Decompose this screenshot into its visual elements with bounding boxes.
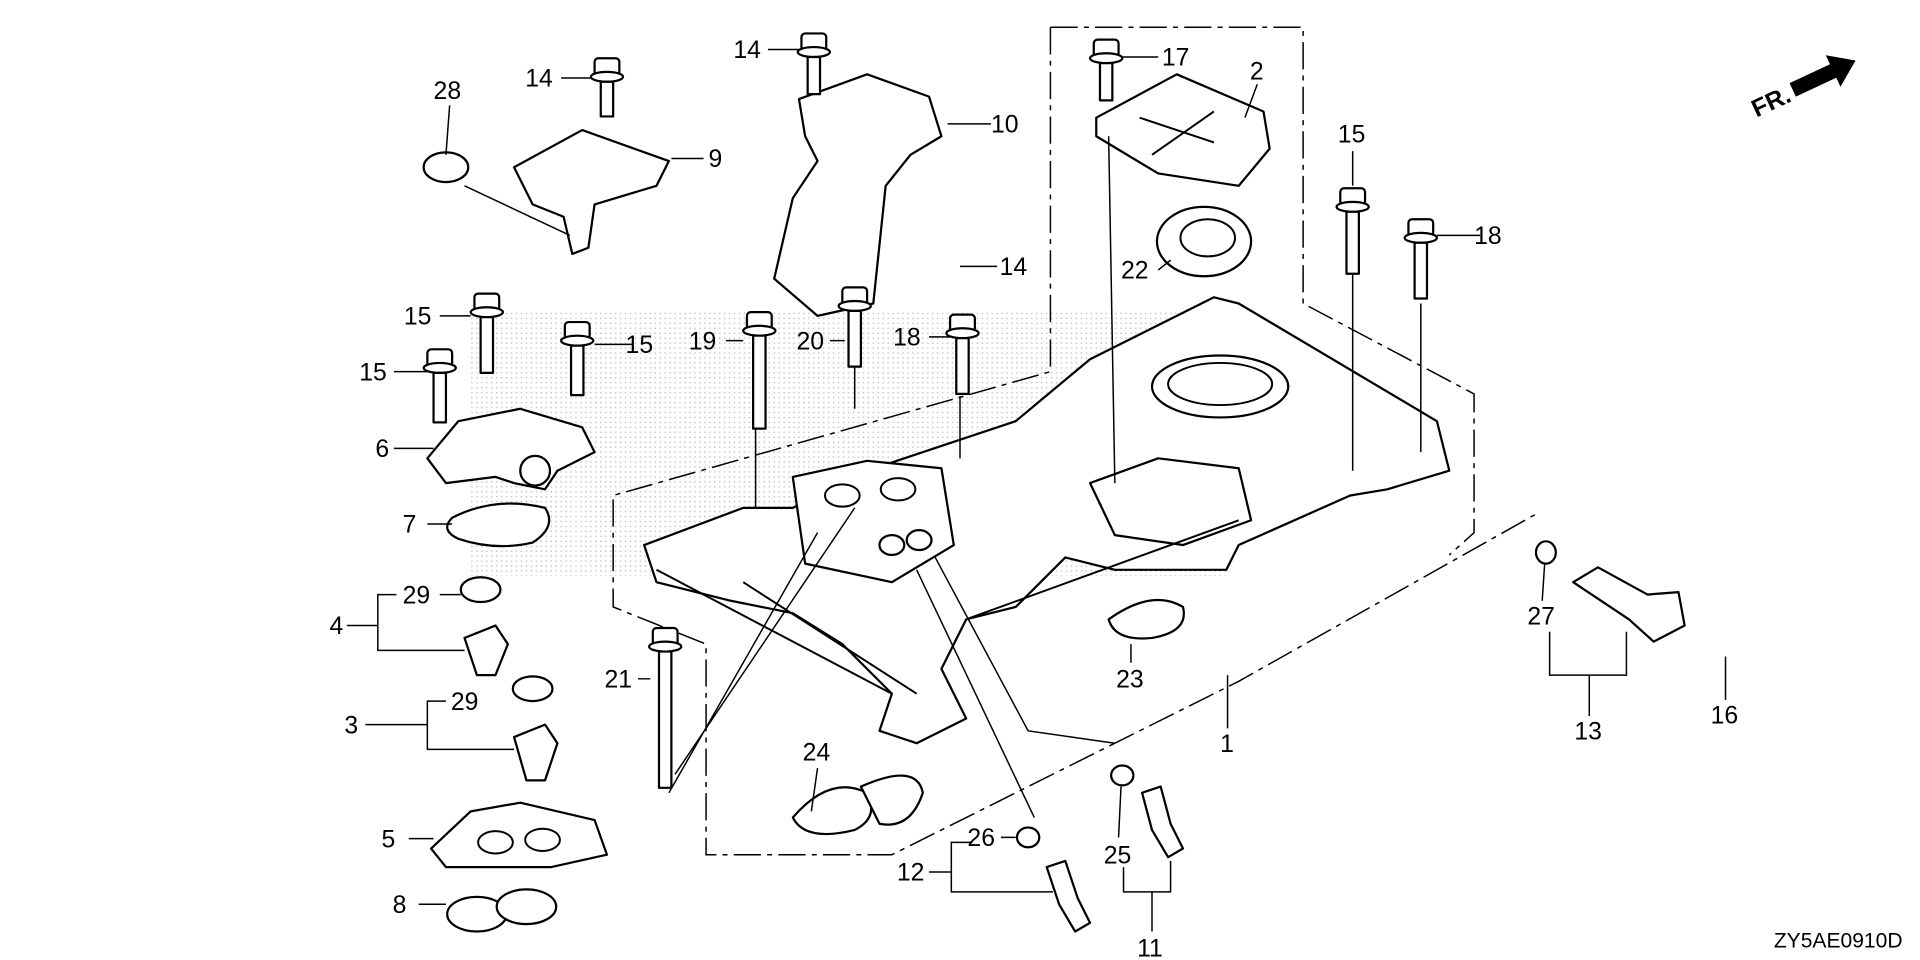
callout-1[interactable]: 1 xyxy=(1220,731,1234,758)
part-28-clip xyxy=(422,151,470,184)
callout-3[interactable]: 3 xyxy=(344,712,358,739)
callout-11[interactable]: 11 xyxy=(1137,935,1163,960)
diagram-code: ZY5AE0910D xyxy=(1774,930,1903,953)
callout-26[interactable]: 26 xyxy=(967,825,995,852)
part-25-washer xyxy=(1110,764,1135,787)
callout-5[interactable]: 5 xyxy=(382,826,396,853)
bolt-icon xyxy=(1403,218,1439,300)
callout-6[interactable]: 6 xyxy=(375,436,389,463)
part-26-washer xyxy=(1015,826,1041,849)
assembly-frame-upper xyxy=(1050,26,1475,556)
part-8-oring xyxy=(495,888,558,926)
bolt-icon xyxy=(589,57,625,118)
callout-19[interactable]: 19 xyxy=(689,328,717,355)
callout-15[interactable]: 15 xyxy=(404,304,432,331)
callout-13[interactable]: 13 xyxy=(1574,719,1602,746)
part-12-sensor xyxy=(1045,859,1092,933)
callout-22[interactable]: 22 xyxy=(1121,258,1149,285)
part-3-thermostat xyxy=(512,723,559,782)
part-7-gasket xyxy=(446,502,551,548)
front-label: FR. xyxy=(1748,82,1796,123)
callout-4[interactable]: 4 xyxy=(329,613,343,640)
callout-27[interactable]: 27 xyxy=(1527,603,1555,630)
part-24-gasket xyxy=(859,774,924,826)
part-9-bracket xyxy=(512,128,671,256)
callout-15[interactable]: 15 xyxy=(359,359,387,386)
part-29-ring xyxy=(459,576,502,604)
part-13-sensor xyxy=(1572,566,1686,643)
part-6-housing xyxy=(426,407,596,491)
callout-15[interactable]: 15 xyxy=(626,332,654,359)
callout-8[interactable]: 8 xyxy=(393,892,407,919)
callout-21[interactable]: 21 xyxy=(604,666,632,693)
part-2-cover xyxy=(1095,73,1271,187)
callout-25[interactable]: 25 xyxy=(1104,842,1132,869)
callout-29[interactable]: 29 xyxy=(403,582,431,609)
bolt-icon xyxy=(647,626,683,789)
callout-14[interactable]: 14 xyxy=(733,37,761,64)
front-direction-indicator: FR. xyxy=(1748,55,1856,123)
bolt-icon xyxy=(1088,38,1124,102)
callout-7[interactable]: 7 xyxy=(403,512,417,539)
callout-18[interactable]: 18 xyxy=(1474,223,1502,250)
callout-2[interactable]: 2 xyxy=(1250,58,1264,85)
callout-14[interactable]: 14 xyxy=(1000,254,1028,281)
bolt-icon xyxy=(945,313,980,396)
callout-12[interactable]: 12 xyxy=(897,860,925,887)
bolts xyxy=(422,32,1439,789)
callout-16[interactable]: 16 xyxy=(1711,702,1739,729)
callout-18[interactable]: 18 xyxy=(893,325,921,352)
callout-24[interactable]: 24 xyxy=(803,740,831,767)
bolt-icon xyxy=(837,286,872,368)
callout-10[interactable]: 10 xyxy=(991,112,1019,139)
bolt-icon xyxy=(742,311,777,430)
part-11-sensor xyxy=(1140,785,1185,859)
callout-9[interactable]: 9 xyxy=(709,146,723,173)
callout-14[interactable]: 14 xyxy=(525,66,553,93)
bolt-icon xyxy=(796,32,832,96)
assembly-frame-left xyxy=(612,27,1537,856)
part-5-cover xyxy=(429,801,609,869)
part-27-washer xyxy=(1534,540,1557,565)
callout-28[interactable]: 28 xyxy=(434,78,462,105)
callout-15[interactable]: 15 xyxy=(1338,121,1366,148)
bolt-icon xyxy=(560,320,595,397)
part-23-gasket xyxy=(1107,598,1185,640)
arrow-icon xyxy=(1789,55,1856,97)
bolt-icon xyxy=(1335,187,1370,275)
bolt-icon xyxy=(422,348,457,424)
part-10-bracket xyxy=(773,73,943,317)
part-22-seal xyxy=(1155,205,1253,278)
callout-23[interactable]: 23 xyxy=(1116,666,1144,693)
main-cover xyxy=(643,296,1451,745)
part-4-thermostat xyxy=(463,624,509,677)
callout-17[interactable]: 17 xyxy=(1162,45,1190,72)
part-24-gasket xyxy=(791,786,873,836)
callouts: 14 14 28 9 10 14 17 2 22 15 18 15 15 15 … xyxy=(329,37,1738,960)
callout-29[interactable]: 29 xyxy=(451,689,479,716)
callout-20[interactable]: 20 xyxy=(796,328,824,355)
part-29-ring xyxy=(511,675,554,703)
bolt-icon xyxy=(469,292,505,374)
